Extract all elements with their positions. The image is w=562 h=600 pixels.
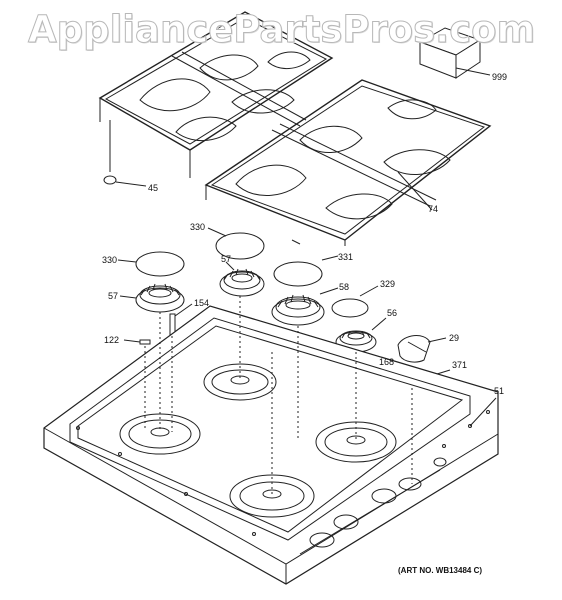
part-999-box[interactable] bbox=[418, 27, 491, 79]
callout-51: 51 bbox=[494, 386, 505, 396]
callout-57-left: 57 bbox=[108, 291, 119, 301]
part-122-screw[interactable] bbox=[123, 339, 151, 345]
part-330-burner-cap-large[interactable] bbox=[207, 227, 265, 260]
callout-330-left: 330 bbox=[102, 255, 118, 265]
watermark-text: AppliancePartsPros.com bbox=[27, 8, 536, 52]
callout-45: 45 bbox=[148, 183, 159, 193]
part-74-grate-right[interactable] bbox=[204, 79, 492, 246]
callout-58: 58 bbox=[339, 282, 350, 292]
part-331-burner-cap[interactable] bbox=[273, 255, 339, 287]
part-57-burner-head-left[interactable] bbox=[119, 283, 185, 313]
callout-331: 331 bbox=[338, 252, 354, 262]
callout-74: 74 bbox=[428, 204, 439, 214]
part-57-burner-head-top[interactable] bbox=[219, 261, 265, 297]
part-58-burner-head-center[interactable] bbox=[271, 287, 339, 326]
callout-329: 329 bbox=[380, 279, 396, 289]
callout-168: 168 bbox=[379, 357, 395, 367]
callout-999: 999 bbox=[492, 72, 508, 82]
callout-122: 122 bbox=[104, 335, 120, 345]
part-45-grate-foot[interactable] bbox=[103, 175, 147, 187]
part-29-knob[interactable] bbox=[397, 335, 447, 363]
callout-371: 371 bbox=[452, 360, 468, 370]
callout-57-top: 57 bbox=[221, 254, 232, 264]
callout-29: 29 bbox=[449, 333, 460, 343]
part-74-grate-left[interactable] bbox=[98, 11, 334, 178]
assembly-guide-lines bbox=[144, 296, 413, 494]
callout-330-top: 330 bbox=[190, 222, 206, 232]
art-number-label: (ART NO. WB13484 C) bbox=[398, 566, 483, 575]
part-51-cooktop-pan[interactable] bbox=[43, 305, 499, 585]
callout-56: 56 bbox=[387, 308, 398, 318]
part-329-burner-cap-small[interactable] bbox=[331, 285, 379, 318]
callout-154: 154 bbox=[194, 298, 210, 308]
part-330-burner-cap-left[interactable] bbox=[117, 251, 185, 277]
